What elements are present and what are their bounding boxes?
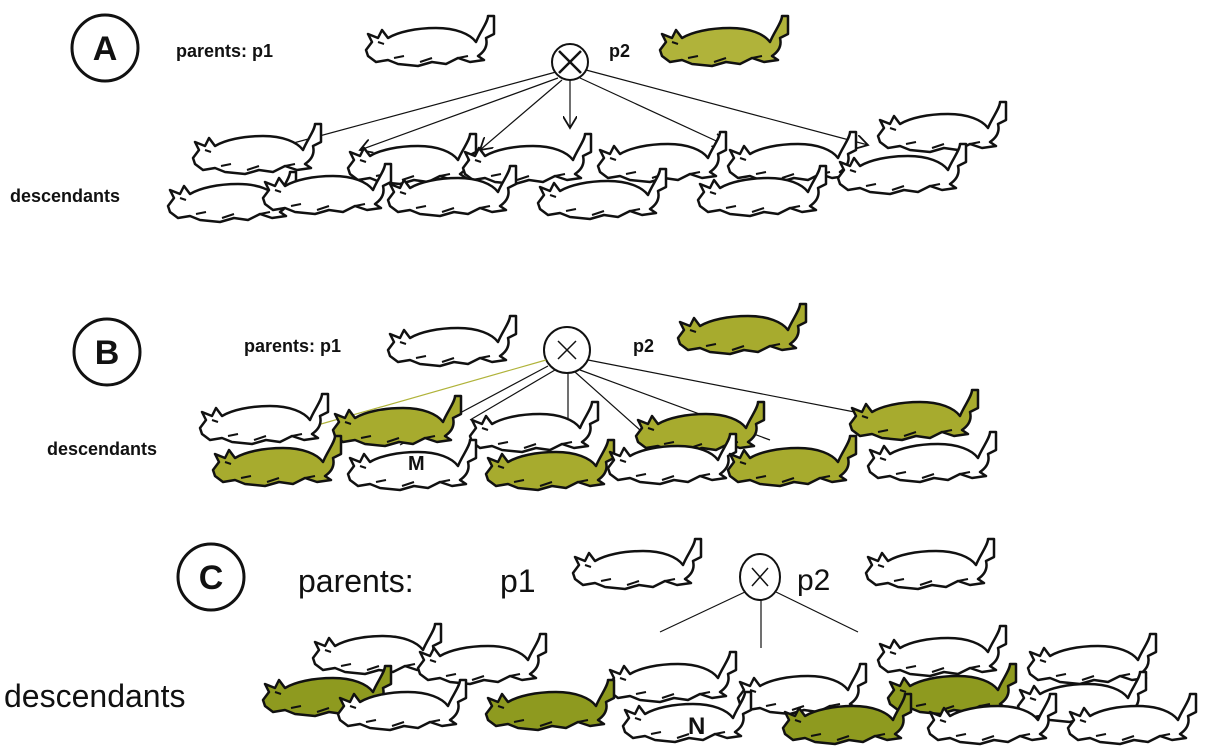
panel-b-p2-label: p2 [633, 336, 654, 356]
panel-b-parent-p1 [386, 314, 518, 368]
panel-c-descendants-label: descendants [4, 678, 185, 714]
panel-b-parents-label: parents: p1 [244, 336, 341, 356]
panel-b-parent-p2 [676, 302, 808, 356]
panel-a-parent-p1 [364, 14, 496, 68]
panel-a-parents-label: parents: p1 [176, 41, 273, 61]
panel-c-letter-circle [176, 542, 246, 612]
panel-a-parent-p2 [658, 14, 790, 68]
panel-a-descendants-label: descendants [10, 186, 120, 206]
panel-c: C parents: p1 p2 [4, 537, 1198, 746]
panel-b-letter: B [95, 334, 120, 372]
panel-c-parent-p2 [864, 537, 996, 591]
panel-c-p1-label: p1 [500, 563, 536, 599]
panel-c-offspring-marker: N [688, 713, 705, 740]
cross-icon [551, 43, 589, 81]
panel-c-p2-label: p2 [797, 564, 830, 597]
panel-b: B parents: p1 p2 [47, 302, 998, 492]
panel-c-parents-label: parents: [298, 563, 414, 599]
panel-b-offspring-marker: M [408, 453, 425, 475]
panel-b-offspring [198, 388, 998, 492]
panel-c-letter: C [199, 559, 224, 597]
panel-a-p2-label: p2 [609, 41, 630, 61]
panel-c-offspring [261, 622, 1198, 746]
cross-icon [543, 326, 591, 374]
panel-b-letter-circle [72, 317, 142, 387]
panel-a-letter-circle [70, 13, 140, 83]
cross-icon [739, 553, 781, 601]
panel-c-parent-p1 [571, 537, 703, 591]
panel-a-letter: A [93, 30, 118, 68]
panel-c-cross-lines [659, 591, 859, 648]
panel-b-descendants-label: descendants [47, 439, 157, 459]
panel-a: A parents: p1 p2 [10, 13, 1008, 224]
panel-a-cross-arrows [275, 69, 868, 150]
panel-a-offspring [166, 100, 1008, 224]
